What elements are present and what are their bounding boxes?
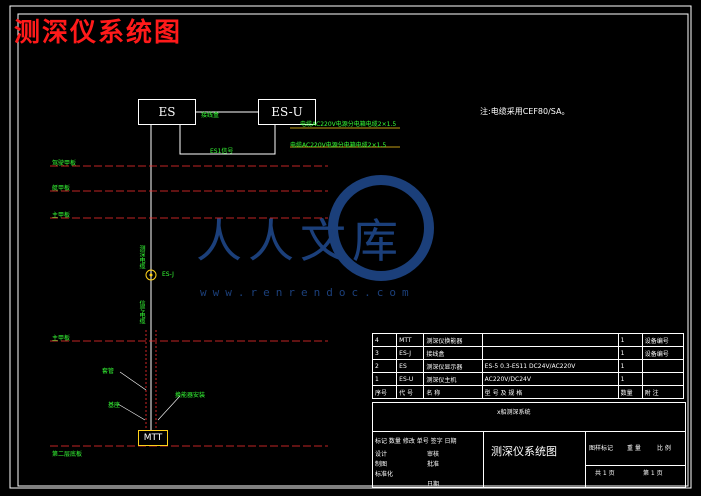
table-cell-remark	[641, 372, 685, 386]
sheet-no: 第 1 页	[643, 470, 663, 477]
table-header-code: 代 号	[396, 385, 425, 399]
label-level3: 主甲板	[52, 212, 71, 219]
es-box: ES	[138, 99, 196, 125]
std-label: 标准化	[375, 471, 394, 478]
esu-box: ES-U	[258, 99, 316, 125]
drawing-title: 测深仪系统图	[491, 445, 557, 458]
label-vertical1: 测深电缆	[138, 245, 145, 269]
table-cell-remark: 设备编号	[641, 333, 685, 347]
label-bottom: 第二层底板	[52, 451, 83, 458]
label-top-connector: 接线盒	[201, 112, 220, 119]
label-level2: 艇甲板	[52, 185, 71, 192]
table-cell-qty: 1	[617, 359, 643, 373]
table-cell-qty: 1	[617, 346, 643, 360]
label-level4: 主甲板	[52, 335, 71, 342]
table-cell-model: ES-5 0.3-ES11 DC24V/AC220V	[481, 359, 619, 373]
table-header-row: 序号代 号名 称型 号 及 规 格数量附 注	[371, 385, 685, 399]
weight-label: 重 量	[627, 445, 641, 452]
label-sensor-mount: 换能器安装	[175, 392, 206, 399]
table-cell-code: MTT	[396, 333, 425, 347]
table-header-model: 型 号 及 规 格	[481, 385, 619, 399]
leader-pipe	[119, 371, 147, 391]
table-cell-no: 3	[371, 346, 398, 360]
leader-sensor	[157, 395, 181, 421]
cable-route	[179, 124, 276, 155]
label-note1: 电缆AC220V电源分电箱电缆2×1.5	[300, 121, 397, 128]
table-header-remark: 附 注	[641, 385, 685, 399]
rev-header: 标记 数量 修改 单号 签字 日期	[375, 438, 457, 445]
draw-label: 制图	[375, 461, 388, 468]
watermark-url: www.renrendoc.com	[200, 286, 415, 299]
watermark-text: 人人文库	[196, 214, 404, 268]
label-vertical2: 信号电缆	[138, 300, 145, 324]
watermark-circle	[328, 175, 434, 281]
label-sensor: ES-J	[162, 271, 174, 278]
table-header-no: 序号	[371, 385, 398, 399]
label-level1: 驾驶甲板	[52, 160, 77, 167]
scale-ratio: 比 例	[657, 445, 671, 452]
note-text: 注:电缆采用CEF80/SA。	[480, 107, 570, 116]
label-cable: ES1信号	[210, 148, 234, 155]
leader-mount	[117, 403, 146, 421]
table-cell-remark: 设备编号	[641, 346, 685, 360]
table-cell-no: 2	[371, 359, 398, 373]
subtitle: x船测深系统	[497, 409, 531, 416]
check-label: 审核	[427, 451, 440, 458]
date-label: 日期	[427, 481, 440, 488]
sensor-junction	[145, 269, 157, 281]
table-cell-no: 1	[371, 372, 398, 386]
table-header-qty: 数量	[617, 385, 643, 399]
outer-frame	[9, 5, 692, 489]
design-label: 设计	[375, 451, 388, 458]
approve-label: 批准	[427, 461, 440, 468]
sheet-total: 共 1 页	[595, 470, 615, 477]
mtt-box: MTT	[138, 430, 168, 446]
table-cell-name: 测深仪主机	[423, 372, 483, 386]
table-cell-code: ES-U	[396, 372, 425, 386]
label-mount: 基座	[108, 402, 121, 409]
table-header-name: 名 称	[423, 385, 483, 399]
table-cell-no: 4	[371, 333, 398, 347]
table-cell-model: AC220V/DC24V	[481, 372, 619, 386]
table-cell-code: ES-J	[396, 346, 425, 360]
table-cell-model	[481, 333, 619, 347]
title-block: x船测深系统 测深仪系统图 标记 数量 修改 单号 签字 日期 设计 审核 制图…	[372, 402, 686, 488]
sensor-junction-dot	[149, 273, 153, 277]
table-cell-name: 测深仪显示器	[423, 359, 483, 373]
inner-frame	[17, 13, 689, 487]
table-cell-qty: 1	[617, 372, 643, 386]
table-cell-model	[481, 346, 619, 360]
page-title: 测深仪系统图	[14, 18, 183, 48]
scale-label: 图样标记	[589, 445, 614, 452]
label-note2: 电缆AC220V电源分电箱电缆2×1.5	[290, 142, 387, 149]
table-cell-remark	[641, 359, 685, 373]
table-cell-code: ES	[396, 359, 425, 373]
label-pipe: 套管	[102, 368, 115, 375]
table-cell-qty: 1	[617, 333, 643, 347]
table-cell-name: 接线盒	[423, 346, 483, 360]
table-cell-name: 测深仪换能器	[423, 333, 483, 347]
